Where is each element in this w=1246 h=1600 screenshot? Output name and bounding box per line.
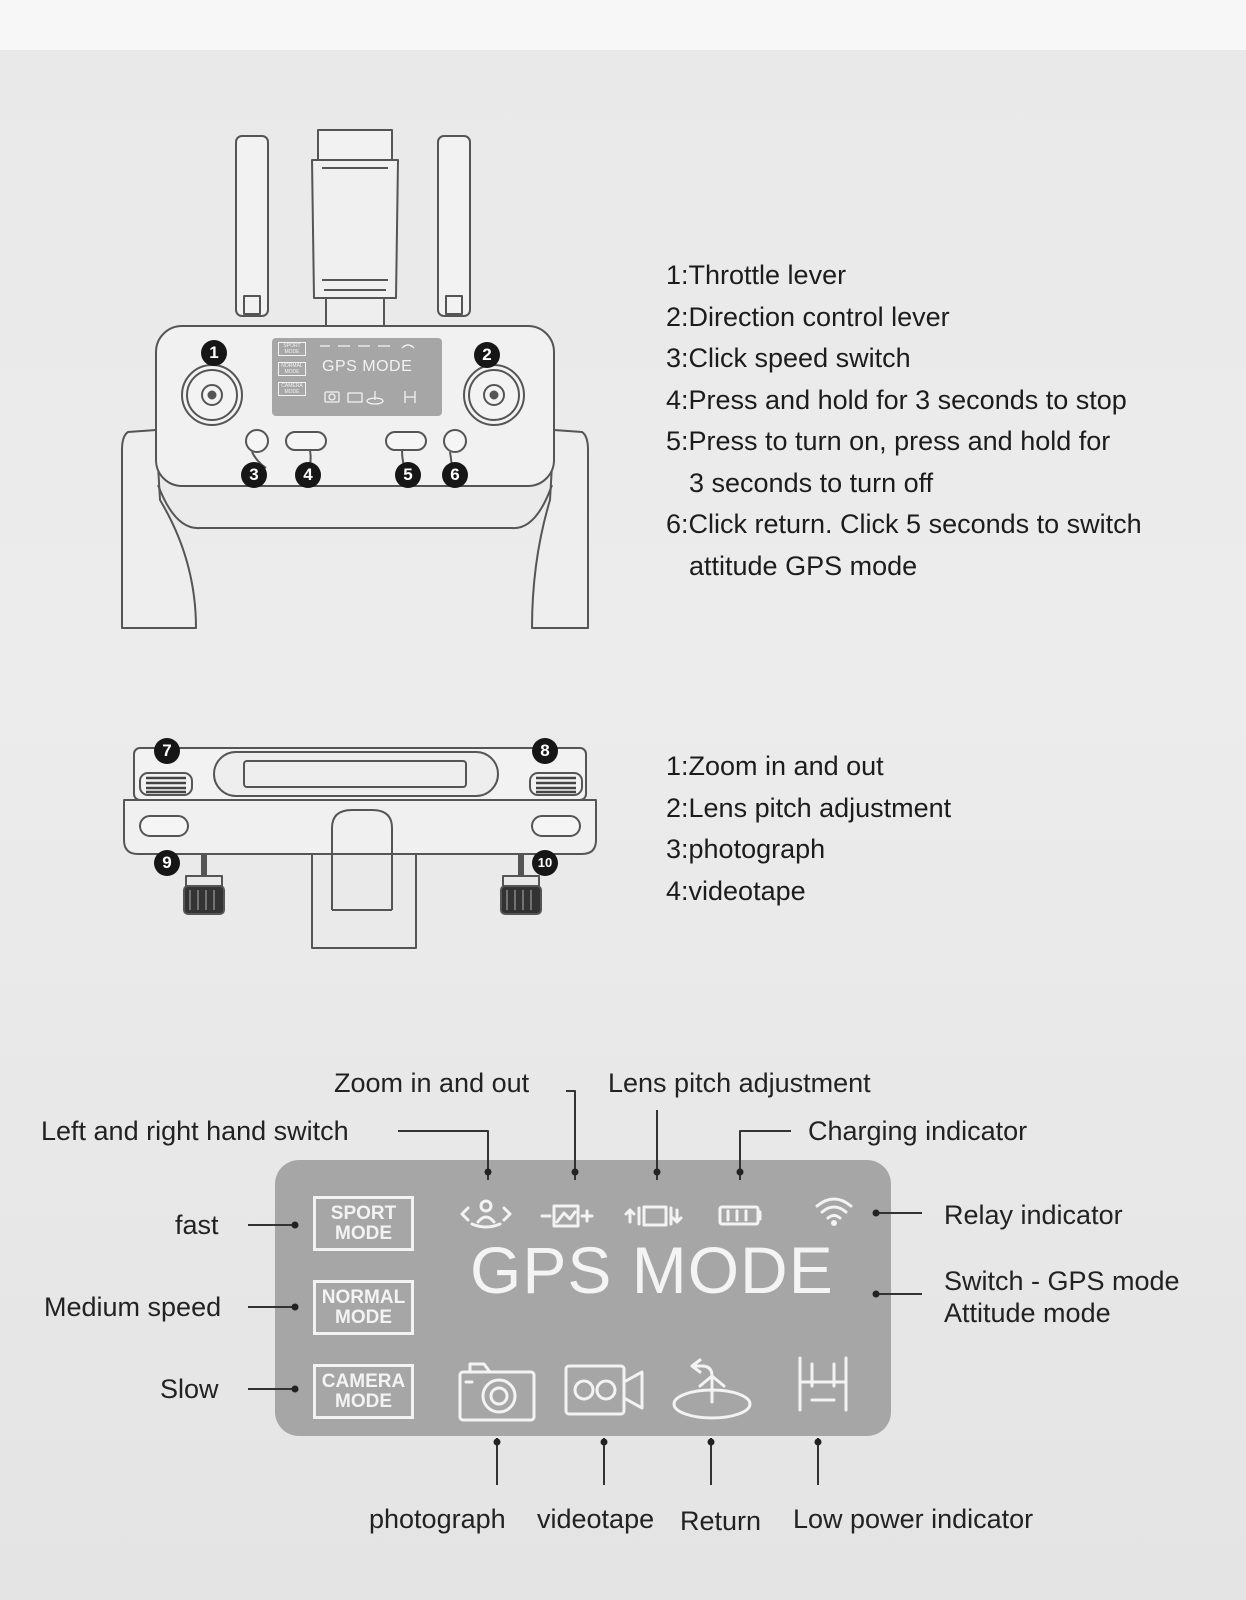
label-videotape: videotape (537, 1504, 655, 1534)
mini-sport-mode: SPORT MODE (278, 342, 306, 356)
top-strip (0, 0, 1246, 50)
mode-line: MODE (335, 1390, 392, 1412)
gps-mode-title: GPS MODE (470, 1233, 834, 1307)
label-relay: Relay indicator (944, 1200, 1123, 1230)
badge-3: 3 (241, 462, 267, 488)
desc-item: 6:Click return. Click 5 seconds to switc… (666, 509, 1142, 539)
lens-pitch-icon (624, 1205, 683, 1227)
mini-screen-title: GPS MODE (322, 358, 413, 375)
low-power-drone-icon (798, 1356, 848, 1412)
desc-item: attitude GPS mode (689, 550, 918, 581)
sport-mode-box: SPORT MODE (313, 1196, 414, 1251)
label-medium-speed: Medium speed (44, 1292, 222, 1322)
mini-camera-mode: CAMERA MODE (278, 382, 306, 396)
wifi-icon (815, 1197, 853, 1226)
badge-6: 6 (442, 462, 468, 488)
mode-line: MODE (335, 1306, 392, 1328)
label-charging: Charging indicator (808, 1116, 1028, 1146)
camera-icon (458, 1362, 536, 1422)
desc-item: 4:Press and hold for 3 seconds to stop (666, 384, 1127, 415)
mini-normal-mode: NORMAL MODE (278, 362, 306, 376)
label-lens-pitch: Lens pitch adjustment (608, 1068, 871, 1098)
desc-item: 4:videotape (666, 875, 806, 906)
desc-item: 3:Click speed switch (666, 343, 911, 373)
top-description-list: 1:Zoom in and out 2:Lens pitch adjustmen… (666, 746, 951, 912)
zoom-icon (540, 1204, 594, 1228)
label-fast: fast (175, 1210, 219, 1240)
desc-item: 3 seconds to turn off (689, 467, 934, 498)
desc-item: 5:Press to turn on, press and hold for (666, 426, 1111, 456)
camera-mode-box: CAMERA MODE (313, 1364, 414, 1419)
label-photograph: photograph (369, 1504, 506, 1534)
label-return: Return (680, 1506, 762, 1536)
mini-screen (272, 338, 442, 416)
badge-8: 8 (532, 738, 558, 764)
screen-panel-bg (275, 1160, 891, 1436)
badge-4: 4 (295, 462, 321, 488)
mode-line: MODE (335, 1222, 392, 1244)
desc-item: 2:Direction control lever (666, 301, 950, 332)
label-attitude: Attitude mode (944, 1298, 1111, 1328)
normal-mode-box: NORMAL MODE (313, 1280, 414, 1335)
label-low-power: Low power indicator (793, 1504, 1034, 1534)
desc-item: 2:Lens pitch adjustment (666, 792, 952, 823)
badge-10: 10 (532, 850, 558, 876)
mode-line: SPORT (330, 1202, 397, 1224)
hand-switch-icon (460, 1199, 512, 1229)
video-icon (564, 1364, 644, 1416)
badge-2: 2 (474, 342, 500, 368)
front-description-list: 1:Throttle lever 2:Direction control lev… (666, 255, 1142, 587)
badge-7: 7 (154, 738, 180, 764)
badge-9: 9 (154, 850, 180, 876)
label-switch-gps: Switch - GPS mode (944, 1266, 1180, 1296)
desc-item: 1:Zoom in and out (666, 751, 884, 781)
desc-item: 1:Throttle lever (666, 260, 847, 290)
mode-line: CAMERA (321, 1370, 406, 1392)
desc-item: 3:photograph (666, 834, 826, 864)
badge-1: 1 (201, 340, 227, 366)
return-home-icon (672, 1358, 752, 1420)
label-hand-switch: Left and right hand switch (41, 1116, 349, 1146)
badge-5: 5 (395, 462, 421, 488)
label-slow: Slow (160, 1374, 219, 1404)
battery-icon (718, 1205, 762, 1226)
label-zoom: Zoom in and out (334, 1068, 530, 1098)
leader-lines (248, 1090, 922, 1485)
controller-top-drawing (123, 747, 597, 949)
mode-line: NORMAL (321, 1286, 406, 1308)
